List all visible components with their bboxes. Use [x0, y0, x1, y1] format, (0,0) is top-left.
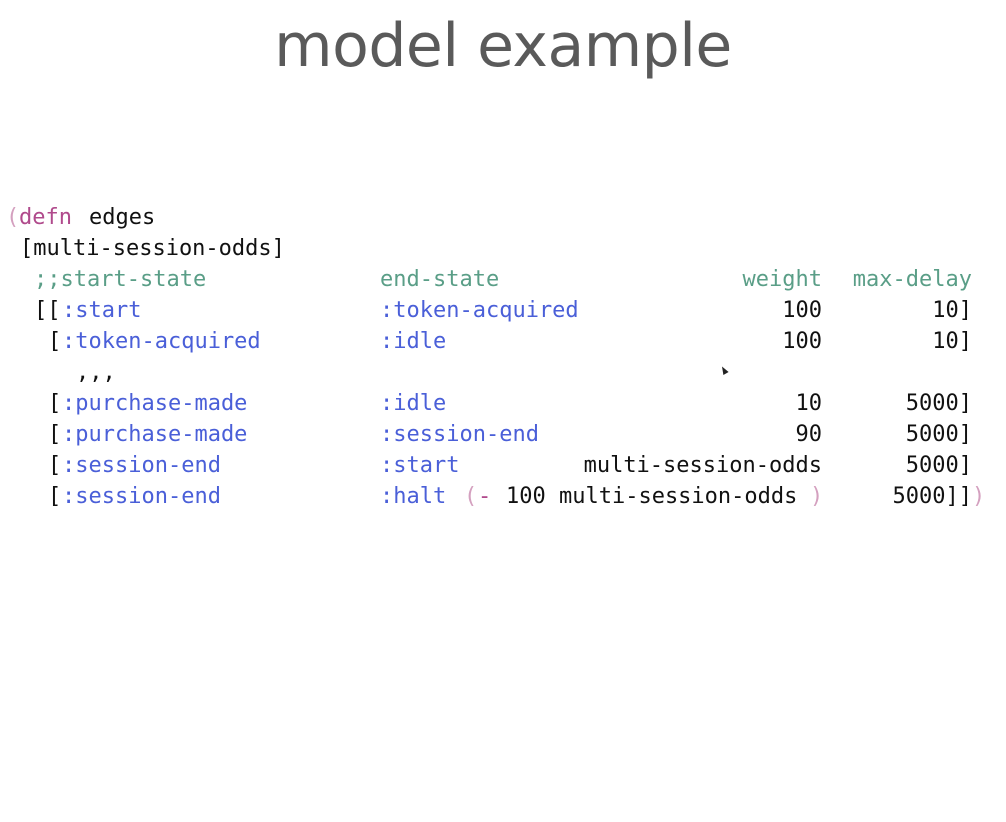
row-prefix: [	[48, 453, 62, 478]
ellipsis: ,,,	[76, 360, 116, 385]
row-start-state: :purchase-made	[62, 422, 248, 447]
row-start-state: :session-end	[62, 484, 221, 509]
row-prefix: [[	[34, 298, 61, 323]
row-end-state: :session-end	[380, 422, 539, 447]
row-weight: 100	[782, 298, 822, 323]
header-weight: weight	[742, 267, 822, 292]
row-end-state: :token-acquired	[380, 298, 579, 323]
weight-operator: -	[478, 484, 492, 509]
open-paren: (	[6, 205, 20, 230]
row-end-state: :halt	[380, 484, 447, 509]
row-weight: 100	[782, 329, 822, 354]
row-prefix: [	[48, 391, 62, 416]
row-end-state: :start	[380, 453, 460, 478]
table-row: [ :purchase-made :idle 10 5000]	[6, 388, 1006, 419]
row-start-state: :token-acquired	[62, 329, 261, 354]
table-row: [ :purchase-made :session-end 90 5000]	[6, 419, 1006, 450]
row-weight: 90	[795, 422, 823, 447]
code-line-defn: ( defn edges	[6, 202, 1006, 233]
header-start-state: ;;start-state	[34, 267, 207, 292]
weight-close-paren: )	[810, 484, 824, 509]
header-end-state: end-state	[380, 267, 500, 292]
params: [multi-session-odds]	[20, 236, 285, 261]
row-start-state: :purchase-made	[62, 391, 248, 416]
table-row: [ :session-end :start multi-session-odds…	[6, 450, 1006, 481]
table-row: [ :token-acquired :idle 100 10]	[6, 326, 1006, 357]
table-row: [[ :start :token-acquired 100 10]	[6, 295, 1006, 326]
function-name: edges	[89, 205, 156, 230]
row-prefix: [	[48, 484, 62, 509]
weight-expression: 100 multi-session-odds	[506, 484, 798, 509]
code-line-header: ;;start-state end-state weight max-delay	[6, 264, 1006, 295]
table-row-last: [ :session-end :halt ( - 100 multi-sessi…	[6, 481, 1006, 512]
weight-open-paren: (	[464, 484, 478, 509]
header-max-delay: max-delay	[852, 267, 972, 292]
row-max-delay: 5000]	[905, 453, 972, 478]
code-line-params: [multi-session-odds]	[6, 233, 1006, 264]
row-end-state: :idle	[380, 391, 447, 416]
row-end-state: :idle	[380, 329, 447, 354]
row-weight: multi-session-odds	[583, 453, 822, 478]
row-max-delay: 10]	[932, 329, 972, 354]
row-max-delay: 5000]	[905, 422, 972, 447]
code-block: ( defn edges [multi-session-odds] ;;star…	[6, 202, 1006, 512]
row-weight: 10	[795, 391, 823, 416]
defn-keyword: defn	[19, 205, 72, 230]
row-prefix: [	[48, 329, 62, 354]
row-start-state: :start	[62, 298, 142, 323]
slide-title: model example	[274, 11, 732, 81]
row-max-delay: 10]	[932, 298, 972, 323]
row-max-delay: 5000]]	[892, 484, 972, 509]
close-paren: )	[972, 484, 986, 509]
code-line-ellipsis: ,,,	[6, 357, 1006, 388]
row-max-delay: 5000]	[905, 391, 972, 416]
row-prefix: [	[48, 422, 62, 447]
row-start-state: :session-end	[62, 453, 221, 478]
